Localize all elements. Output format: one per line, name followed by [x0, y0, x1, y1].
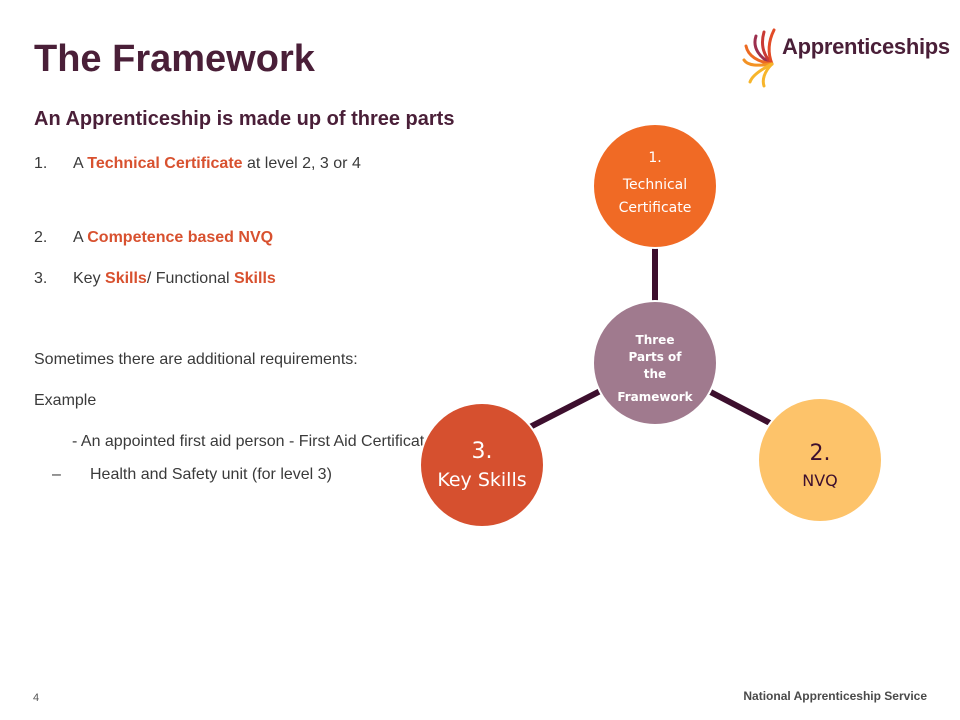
list-item-key-skills: 3. Key Skills/ Functional Skills: [34, 270, 276, 288]
list-text: at level 2, 3 or 4: [242, 155, 361, 172]
example-label: Example: [34, 392, 97, 409]
circle-center-shape: [592, 300, 718, 426]
list-highlight: Competence based NVQ: [87, 229, 274, 246]
circle-nvq: 2. NVQ: [757, 397, 883, 523]
circle-center-line-1: Three: [636, 333, 675, 347]
page-number: 4: [33, 692, 40, 704]
additional-requirements-text: Sometimes there are additional requireme…: [34, 351, 358, 368]
slide-title: The Framework: [34, 38, 315, 80]
circle-center: Three Parts of the Framework: [592, 300, 718, 426]
circle-center-line-2: Parts of: [628, 350, 682, 364]
example-health-safety-item: – Health and Safety unit (for level 3): [52, 466, 332, 484]
dash-text: Health and Safety unit (for level 3): [90, 466, 332, 483]
circle-right-shape: [757, 397, 883, 523]
circle-right-label: NVQ: [802, 471, 838, 490]
circle-technical-certificate: 1. Technical Certificate: [592, 123, 718, 249]
list-item-nvq: 2. A Competence based NVQ: [34, 229, 273, 247]
circle-top-label-2: Certificate: [619, 200, 692, 216]
footer-organisation: National Apprenticeship Service: [743, 689, 927, 703]
apprenticeships-logo: Apprenticeships: [742, 18, 950, 90]
connector-left: [483, 360, 657, 453]
circle-right-number: 2.: [810, 441, 831, 466]
logo-wordmark: Apprenticeships: [782, 34, 950, 59]
list-text: A: [73, 229, 88, 246]
circle-left-shape: [419, 402, 545, 528]
list-text: A: [73, 155, 88, 172]
circle-center-line-3: the: [644, 367, 666, 381]
circle-center-line-4: Framework: [617, 390, 693, 404]
connector-right: [653, 360, 814, 448]
circle-top-number: 1.: [648, 150, 661, 166]
list-item-technical-certificate: 1. A Technical Certificate at level 2, 3 …: [34, 155, 361, 173]
circle-top-label-1: Technical: [622, 177, 687, 193]
list-number: 1.: [34, 155, 48, 172]
slide-subtitle: An Apprenticeship is made up of three pa…: [34, 108, 455, 130]
list-highlight: Skills: [233, 270, 276, 287]
dash-bullet: –: [52, 466, 61, 483]
list-text: / Functional: [146, 270, 234, 287]
circle-key-skills: 3. Key Skills: [419, 402, 545, 528]
list-highlight: Technical Certificate: [87, 155, 243, 172]
list-text: Key: [73, 270, 106, 287]
circle-left-label: Key Skills: [437, 469, 526, 491]
example-first-aid-text: - An appointed first aid person - First …: [72, 433, 434, 450]
circle-left-number: 3.: [472, 439, 493, 464]
diagram-connectors: [483, 240, 814, 453]
sunburst-logo-icon: [742, 28, 776, 88]
list-highlight: Skills: [105, 270, 147, 287]
circle-top-shape: [592, 123, 718, 249]
list-number: 2.: [34, 229, 48, 246]
list-number: 3.: [34, 270, 48, 287]
